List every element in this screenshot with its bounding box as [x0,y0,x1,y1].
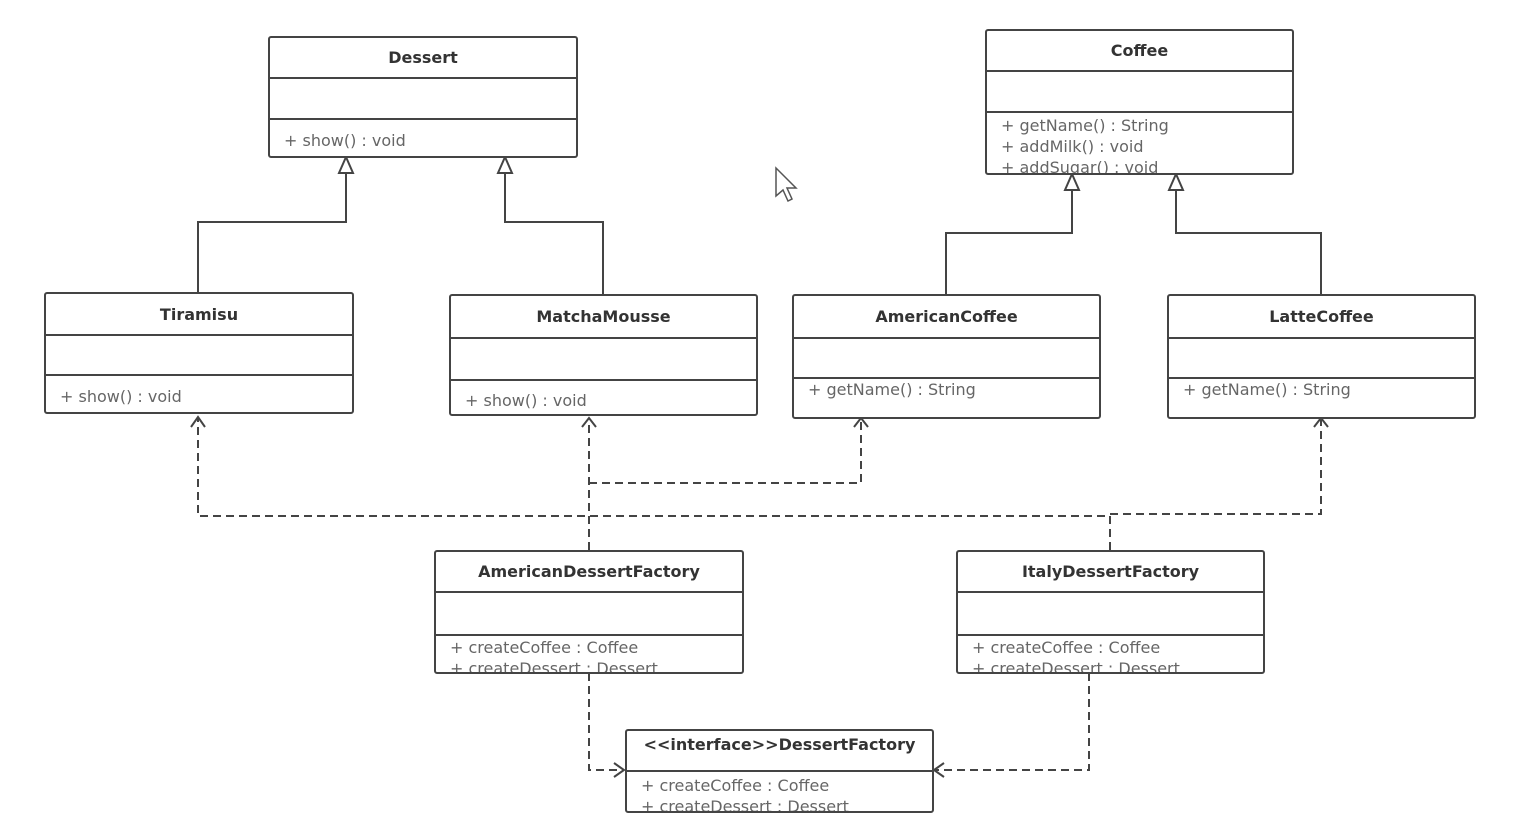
interface-dessertfactory[interactable]: <<interface>>DessertFactory + createCoff… [625,729,934,813]
realization-italyfactory-interface [935,673,1090,771]
attributes-section [1169,339,1474,379]
operations-section: + getName() : String [794,379,1099,400]
operation: + show() : void [284,131,406,150]
operation: + getName() : String [1001,116,1169,135]
operation: + addSugar() : void [1001,158,1159,175]
open-arrowhead [581,416,597,428]
attributes-section [958,593,1263,636]
generalization-matcha-dessert [504,173,604,294]
class-name: AmericanCoffee [794,296,1099,339]
operations-section: + show() : void [270,120,576,151]
generalization-americancoffee-coffee [945,190,1073,294]
attributes-section [436,593,742,636]
class-dessert[interactable]: Dessert + show() : void [268,36,578,158]
operation: + createCoffee : Coffee [450,638,639,657]
attributes-section [46,336,352,376]
generalization-tiramisu-dessert [197,173,347,292]
operations-section: + createCoffee : Coffee + createDessert … [436,636,742,674]
attributes-section [270,79,576,120]
class-name: MatchaMousse [451,296,756,339]
operation: + show() : void [60,387,182,406]
class-matchamousse[interactable]: MatchaMousse + show() : void [449,294,758,416]
attributes-section [451,339,756,381]
class-name: Coffee [987,31,1292,72]
class-tiramisu[interactable]: Tiramisu + show() : void [44,292,354,414]
operation: + getName() : String [1183,380,1351,399]
operation: + createCoffee : Coffee [972,638,1161,657]
generalization-arrowhead [1167,171,1185,191]
operation: + createDessert : Dessert [450,659,658,674]
class-name: Tiramisu [46,294,352,336]
realization-americanfactory-interface [588,673,623,771]
operation: + getName() : String [808,380,976,399]
operation: + show() : void [465,391,587,410]
class-americandessertfactory[interactable]: AmericanDessertFactory + createCoffee : … [434,550,744,674]
class-name: AmericanDessertFactory [436,552,742,593]
class-name: Dessert [270,38,576,79]
generalization-arrowhead [337,154,355,174]
operation: + createCoffee : Coffee [641,776,830,795]
attributes-section [794,339,1099,379]
dependency-italyfactory-tiramisu [197,417,1111,550]
generalization-latte-coffee [1175,190,1322,294]
class-name: ItalyDessertFactory [958,552,1263,593]
operation: + createDessert : Dessert [641,797,849,813]
generalization-arrowhead [1063,171,1081,191]
interface-name: <<interface>>DessertFactory [627,731,932,772]
class-lattecoffee[interactable]: LatteCoffee + getName() : String [1167,294,1476,419]
class-coffee[interactable]: Coffee + getName() : String + addMilk() … [985,29,1294,175]
operation: + createDessert : Dessert [972,659,1180,674]
open-arrowhead [190,415,206,428]
mouse-pointer-icon [775,166,798,203]
operations-section: + show() : void [46,376,352,407]
operations-section: + createCoffee : Coffee + createDessert … [627,772,932,813]
dependency-italyfactory-latte [1110,420,1322,515]
open-arrowhead [932,762,945,778]
class-italydessertfactory[interactable]: ItalyDessertFactory + createCoffee : Cof… [956,550,1265,674]
class-name: LatteCoffee [1169,296,1474,339]
operations-section: + createCoffee : Coffee + createDessert … [958,636,1263,674]
operation: + addMilk() : void [1001,137,1144,156]
operations-section: + getName() : String [1169,379,1474,400]
operations-section: + show() : void [451,381,756,411]
operations-section: + getName() : String + addMilk() : void … [987,113,1292,175]
class-americancoffee[interactable]: AmericanCoffee + getName() : String [792,294,1101,419]
dependency-americanfactory-americancoffee [589,420,862,484]
generalization-arrowhead [496,154,514,174]
open-arrowhead [613,762,626,778]
attributes-section [987,72,1292,113]
